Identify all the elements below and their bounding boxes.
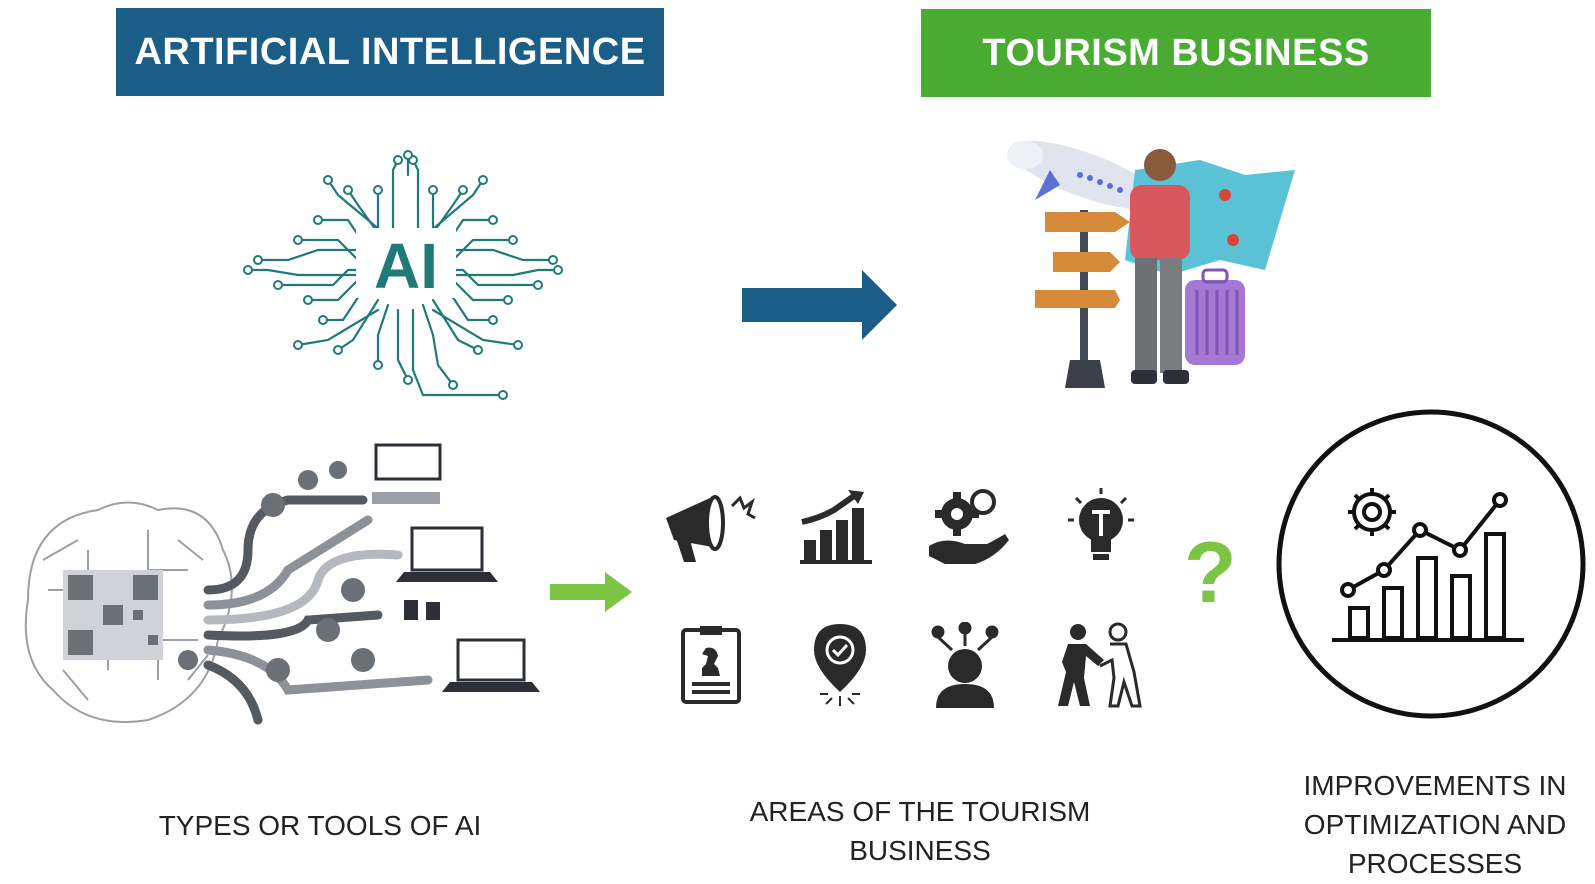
ai-brain-circuit-icon: AI (243, 150, 563, 400)
tourism-header: TOURISM BUSINESS (921, 9, 1431, 97)
handshake-icon (1058, 622, 1142, 708)
types-of-ai-caption: TYPES OR TOOLS OF AI (100, 806, 540, 845)
areas-of-tourism-caption: AREAS OF THE TOURISM BUSINESS (720, 792, 1120, 870)
growth-chart-icon (800, 490, 872, 564)
green-right-arrow-icon (550, 572, 632, 612)
improvements-caption-line-2: OPTIMIZATION AND (1303, 809, 1567, 840)
lightbulb-icon (1068, 488, 1134, 560)
tourism-header-title: TOURISM BUSINESS (982, 31, 1370, 74)
ai-logo-text: AI (374, 230, 438, 302)
improvements-caption-line-3: PROCESSES (1347, 848, 1523, 879)
strategy-clipboard-icon (681, 626, 741, 704)
blue-right-arrow-icon (742, 270, 897, 340)
ai-tools-illustration (24, 443, 540, 725)
traveler-illustration (1007, 140, 1295, 388)
ai-header: ARTIFICIAL INTELLIGENCE (116, 8, 664, 96)
areas-caption-line-2: BUSINESS (849, 835, 991, 866)
improvements-caption: IMPROVEMENTS IN OPTIMIZATION AND PROCESS… (1270, 766, 1595, 883)
location-pin-icon (814, 624, 866, 706)
improvement-chart-icon (1276, 409, 1586, 719)
megaphone-icon (666, 495, 756, 562)
question-mark: ? (1184, 525, 1237, 621)
ai-header-title: ARTIFICIAL INTELLIGENCE (134, 30, 646, 73)
improvements-caption-line-1: IMPROVEMENTS IN (1303, 770, 1567, 801)
areas-caption-line-1: AREAS OF THE TOURISM (749, 796, 1091, 827)
types-caption-line: TYPES OR TOOLS OF AI (158, 810, 482, 841)
person-network-icon (931, 622, 999, 708)
gear-hand-icon (929, 489, 1009, 564)
